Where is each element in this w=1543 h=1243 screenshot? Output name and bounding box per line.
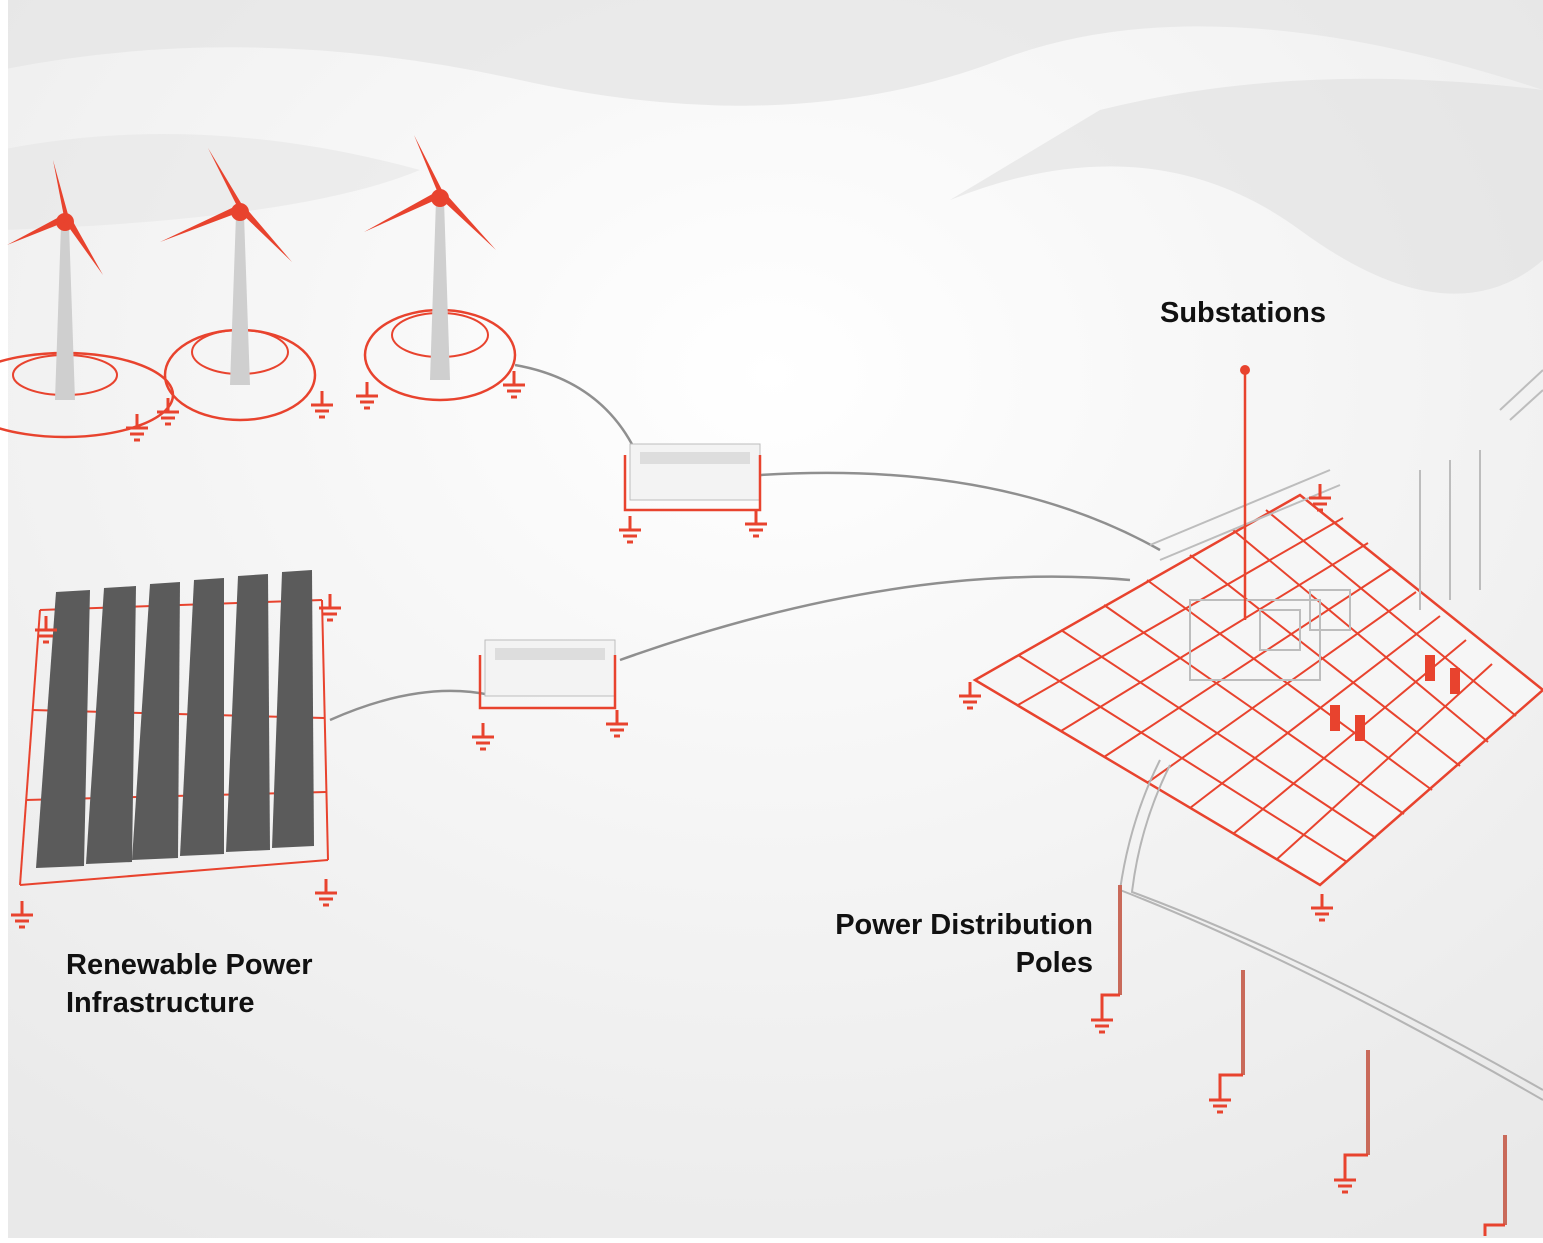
power-distribution-poles-label-line1: Power Distribution <box>835 909 1093 941</box>
renewable-power-label-line2: Infrastructure <box>66 987 255 1019</box>
power-distribution-poles-label-line2: Poles <box>1015 947 1093 979</box>
wind-turbine-icon <box>160 148 317 422</box>
wind-turbine-icon <box>0 160 175 439</box>
utility-pole-icon <box>1332 1050 1370 1194</box>
inverter-box-icon <box>617 443 769 544</box>
substation-icon <box>957 365 1543 922</box>
power-cables <box>329 363 1161 722</box>
utility-pole-icon <box>1483 1135 1507 1236</box>
power-distribution-line <box>1089 759 1543 1236</box>
power-distribution-poles-label: Power Distribution Poles <box>800 906 1093 982</box>
utility-pole-icon <box>1089 885 1122 1034</box>
renewable-power-label-line1: Renewable Power <box>66 949 313 981</box>
substations-label: Substations <box>1160 297 1326 329</box>
solar-panel-icon <box>9 570 343 929</box>
wind-turbine-icon <box>363 135 517 402</box>
renewable-power-label: Renewable Power Infrastructure <box>66 946 313 1022</box>
inverter-box-icon <box>470 639 630 751</box>
utility-pole-icon <box>1207 970 1245 1114</box>
wind-turbines <box>0 135 527 442</box>
